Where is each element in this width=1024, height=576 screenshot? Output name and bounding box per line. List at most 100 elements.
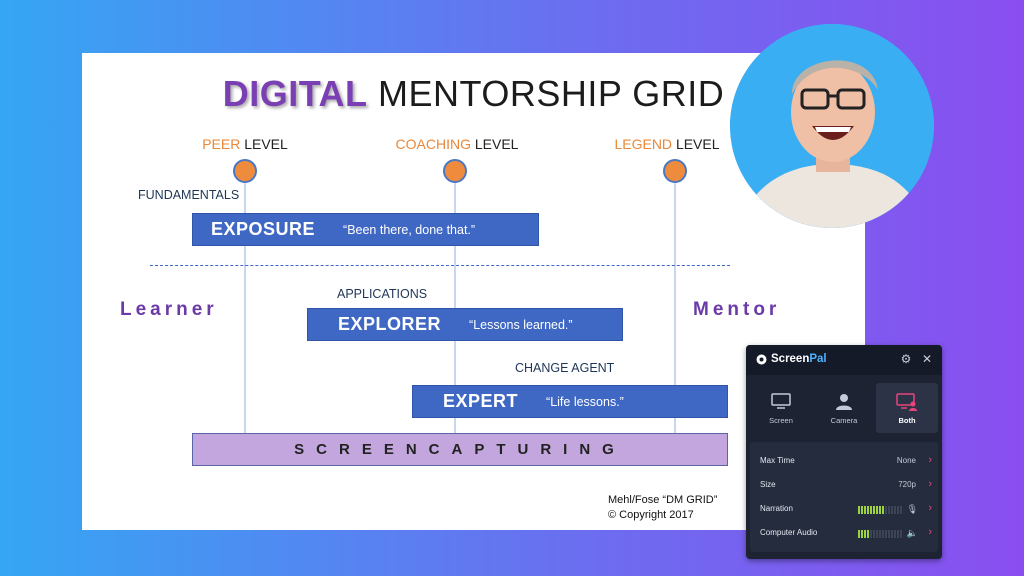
brand-screen: Screen — [771, 353, 810, 365]
meter-segment — [873, 530, 875, 538]
meter-segment — [876, 530, 878, 538]
setting-narration[interactable]: Narration 🎙 › — [760, 502, 932, 517]
level-coaching-rest: LEVEL — [474, 136, 519, 152]
chevron-right-icon[interactable]: › — [928, 478, 932, 490]
stage-label-fundamentals: FUNDAMENTALS — [138, 188, 240, 202]
chevron-right-icon[interactable]: › — [928, 454, 932, 466]
stage-bar-expert: EXPERT “Life lessons.” — [412, 385, 728, 418]
stage-quote: “Life lessons.” — [546, 394, 624, 409]
legend-line — [674, 183, 676, 433]
monitor-icon — [771, 393, 791, 409]
peer-line — [244, 183, 246, 433]
stage-name: EXPLORER — [338, 314, 442, 334]
meter-segment — [888, 530, 890, 538]
meter-segment — [885, 530, 887, 538]
mentor-label: Mentor — [693, 299, 781, 320]
chevron-right-icon[interactable]: › — [928, 526, 932, 538]
legend-dot — [663, 159, 687, 183]
stage-name: EXPERT — [443, 391, 519, 411]
credit-line-2: © Copyright 2017 — [608, 509, 694, 521]
microphone-icon[interactable]: 🎙 — [906, 504, 918, 514]
chevron-right-icon[interactable]: › — [928, 502, 932, 514]
setting-size[interactable]: Size 720p › — [760, 478, 932, 493]
meter-segment — [876, 506, 878, 514]
presenter-avatar — [730, 24, 934, 228]
meter-segment — [897, 530, 899, 538]
recording-mode-selector: Screen Camera Both — [750, 383, 938, 433]
setting-value: 720p — [898, 480, 916, 489]
level-peer-hi: PEER — [202, 136, 241, 152]
meter-segment — [861, 530, 863, 538]
gear-icon[interactable]: ⚙ — [900, 352, 912, 366]
stage-quote: “Been there, done that.” — [343, 222, 476, 237]
slide-title-rest: MENTORSHIP GRID — [378, 73, 725, 114]
mode-label: Camera — [830, 416, 858, 425]
screenpal-recorder-panel: ScreenPal ⚙ ✕ Screen Camera — [746, 345, 942, 559]
meter-segment — [870, 506, 872, 514]
panel-header: ScreenPal ⚙ ✕ — [746, 345, 942, 375]
meter-segment — [891, 530, 893, 538]
stage-name: EXPOSURE — [211, 219, 316, 239]
setting-value: None — [896, 456, 916, 465]
mode-label: Both — [898, 416, 916, 425]
meter-segment — [888, 506, 890, 514]
mode-camera-button[interactable]: Camera — [813, 383, 875, 433]
coaching-dot — [443, 159, 467, 183]
meter-segment — [891, 506, 893, 514]
computer-audio-level-meter — [858, 530, 902, 538]
recording-settings: Max Time None › Size 720p › Narration 🎙 … — [750, 442, 938, 552]
stage-bar-explorer: EXPLORER “Lessons learned.” — [307, 308, 623, 341]
presenter-photo-icon — [730, 24, 934, 228]
setting-max-time[interactable]: Max Time None › — [760, 454, 932, 469]
meter-segment — [882, 506, 884, 514]
meter-segment — [867, 506, 869, 514]
divider-line — [150, 265, 730, 266]
setting-label: Narration — [760, 504, 793, 513]
setting-label: Computer Audio — [760, 528, 818, 537]
meter-segment — [900, 530, 902, 538]
meter-segment — [867, 530, 869, 538]
level-legend-rest: LEVEL — [675, 136, 720, 152]
meter-segment — [885, 506, 887, 514]
meter-segment — [894, 530, 896, 538]
meter-segment — [879, 530, 881, 538]
screencapturing-bar: SCREENCAPTURING — [192, 433, 728, 466]
slide-title: DIGITAL MENTORSHIP GRID — [82, 73, 865, 115]
meter-segment — [879, 506, 881, 514]
meter-segment — [864, 506, 866, 514]
setting-label: Size — [760, 480, 776, 489]
meter-segment — [897, 506, 899, 514]
meter-segment — [858, 506, 860, 514]
meter-segment — [882, 530, 884, 538]
meter-segment — [870, 530, 872, 538]
level-coaching: COACHING LEVEL — [396, 136, 519, 152]
person-icon — [836, 394, 852, 410]
speaker-icon[interactable]: 🔈 — [906, 528, 918, 538]
screenpal-logo: ScreenPal — [756, 353, 827, 365]
close-icon[interactable]: ✕ — [921, 352, 933, 366]
meter-segment — [861, 506, 863, 514]
level-peer: PEER LEVEL — [202, 136, 288, 152]
mode-label: Screen — [769, 416, 793, 425]
meter-segment — [858, 530, 860, 538]
stage-bar-exposure: EXPOSURE “Been there, done that.” — [192, 213, 539, 246]
stage-quote: “Lessons learned.” — [469, 317, 573, 332]
mode-screen-button[interactable]: Screen — [750, 383, 812, 433]
meter-segment — [873, 506, 875, 514]
mode-both-button[interactable]: Both — [876, 383, 938, 433]
setting-computer-audio[interactable]: Computer Audio 🔈 › — [760, 526, 932, 541]
monitor-person-icon — [896, 393, 917, 411]
learner-label: Learner — [120, 299, 218, 320]
slide-title-strong: DIGITAL — [222, 73, 368, 114]
credit-line-1: Mehl/Fose “DM GRID” — [608, 494, 718, 506]
level-peer-rest: LEVEL — [244, 136, 288, 152]
brand-pal: Pal — [809, 353, 827, 365]
level-coaching-hi: COACHING — [395, 136, 471, 152]
setting-label: Max Time — [760, 456, 795, 465]
screenpal-logo-icon — [756, 354, 767, 364]
meter-segment — [894, 506, 896, 514]
stage-label-change-agent: CHANGE AGENT — [515, 361, 615, 375]
level-legend: LEGEND LEVEL — [614, 136, 719, 152]
level-legend-hi: LEGEND — [614, 136, 673, 152]
narration-level-meter — [858, 506, 902, 514]
